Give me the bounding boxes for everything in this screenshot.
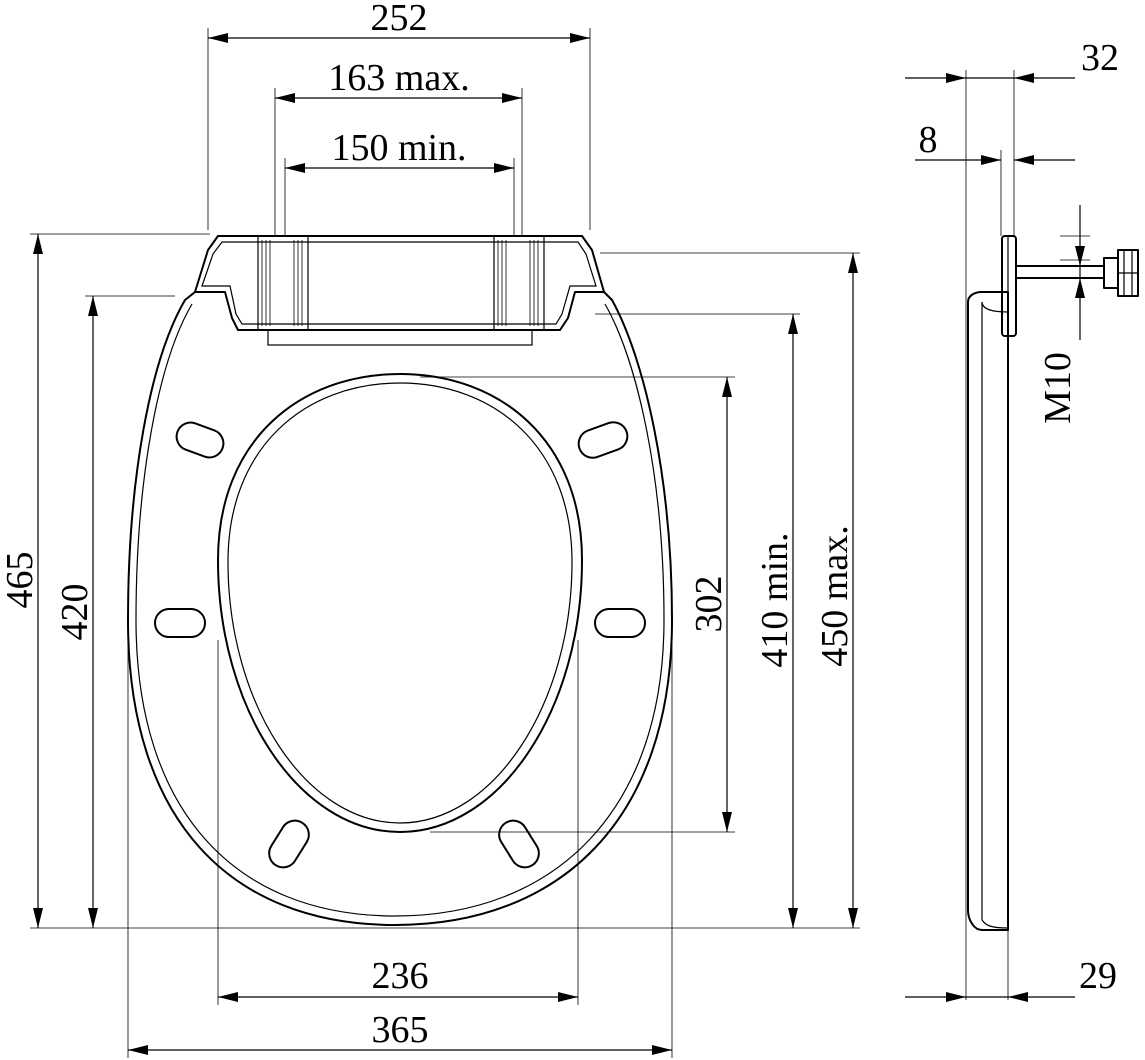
dim-seat-length: 420 (54, 584, 96, 641)
bumper-slots (154, 421, 646, 869)
dim-bolt-range-max: 450 max. (814, 525, 856, 666)
bumper-slot (577, 421, 629, 459)
seat-outer-inner-edge (135, 303, 665, 917)
dim-top-width: 252 (371, 0, 428, 39)
bumper-slot (594, 608, 646, 638)
seat-opening-outer (217, 373, 583, 833)
seat-opening-inner (227, 382, 573, 824)
dim-bolt-range-min: 410 min. (754, 532, 796, 667)
extension-lines (30, 28, 1090, 1058)
hinge-column-right (493, 235, 545, 331)
dim-opening-length: 302 (688, 576, 730, 633)
dim-overall-width: 365 (372, 1009, 429, 1051)
dim-bolt-thread: M10 (1037, 352, 1079, 424)
seat-front-view (127, 235, 673, 926)
dim-overall-length: 465 (0, 552, 41, 609)
dim-hinge-max: 163 max. (328, 57, 469, 99)
seat-side-view (967, 235, 1139, 931)
bumper-slot (154, 608, 206, 638)
dim-side-base: 29 (1079, 955, 1117, 997)
dimension-lines (33, 33, 1085, 1055)
bumper-slot (175, 421, 225, 459)
bumper-slot (498, 819, 540, 869)
dimension-labels: 252 163 max. 150 min. 32 8 M10 465 420 3… (0, 0, 1119, 1051)
dim-side-total: 32 (1081, 37, 1119, 79)
hinge-housing (184, 235, 613, 346)
seat-outer-outline (127, 299, 673, 926)
bumper-slot (268, 819, 310, 869)
dim-side-thickness: 8 (919, 119, 938, 161)
hinge-column-left (257, 235, 309, 331)
dim-hinge-min: 150 min. (331, 127, 466, 169)
dim-opening-width: 236 (372, 955, 429, 997)
